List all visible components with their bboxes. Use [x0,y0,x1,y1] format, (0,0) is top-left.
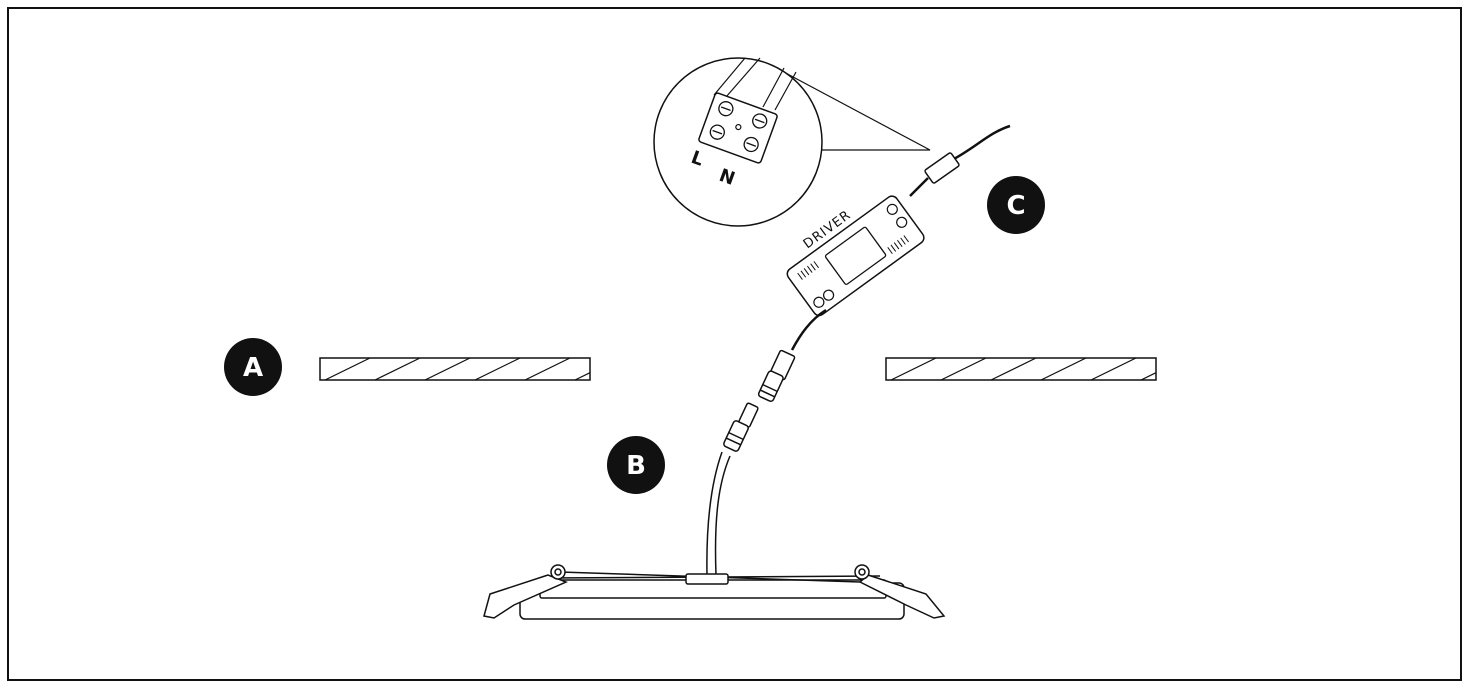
terminal-neutral-label: N [716,165,737,190]
mains-cable [909,124,1011,197]
label-c-text: C [1006,191,1025,221]
mains-connector [924,152,960,184]
label-c-badge: C [987,176,1045,234]
label-b-badge: B [607,436,665,494]
terminal-block [698,92,778,164]
ceiling-panel-right [885,357,1157,381]
panel-light-fixture [483,564,946,620]
label-a-text: A [243,353,263,383]
terminal-callout: L N [653,57,931,227]
label-b-text: B [626,451,646,481]
driver-output-cable [790,308,827,351]
lamp-cable [706,451,731,576]
label-a-badge: A [224,338,282,396]
dc-connector [723,349,796,452]
ceiling-panel-left [319,357,591,381]
